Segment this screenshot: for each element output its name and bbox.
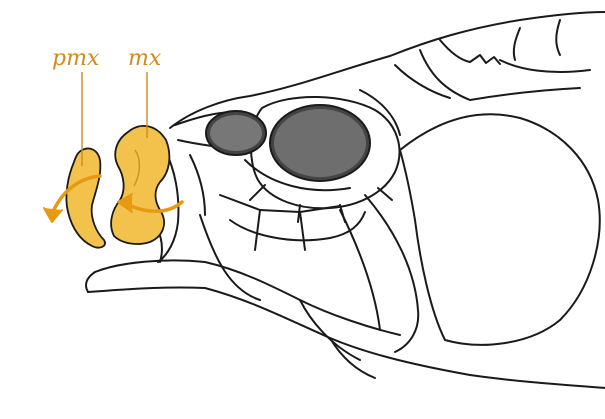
orbit — [270, 105, 370, 181]
pmx-label: pmx — [52, 46, 100, 71]
maxilla-bone — [111, 126, 169, 244]
nostril — [206, 111, 266, 155]
premaxilla-bone — [66, 148, 105, 247]
mx-label: mx — [128, 46, 162, 71]
skull-outline — [86, 12, 605, 388]
premaxilla-arrowhead — [44, 208, 62, 222]
